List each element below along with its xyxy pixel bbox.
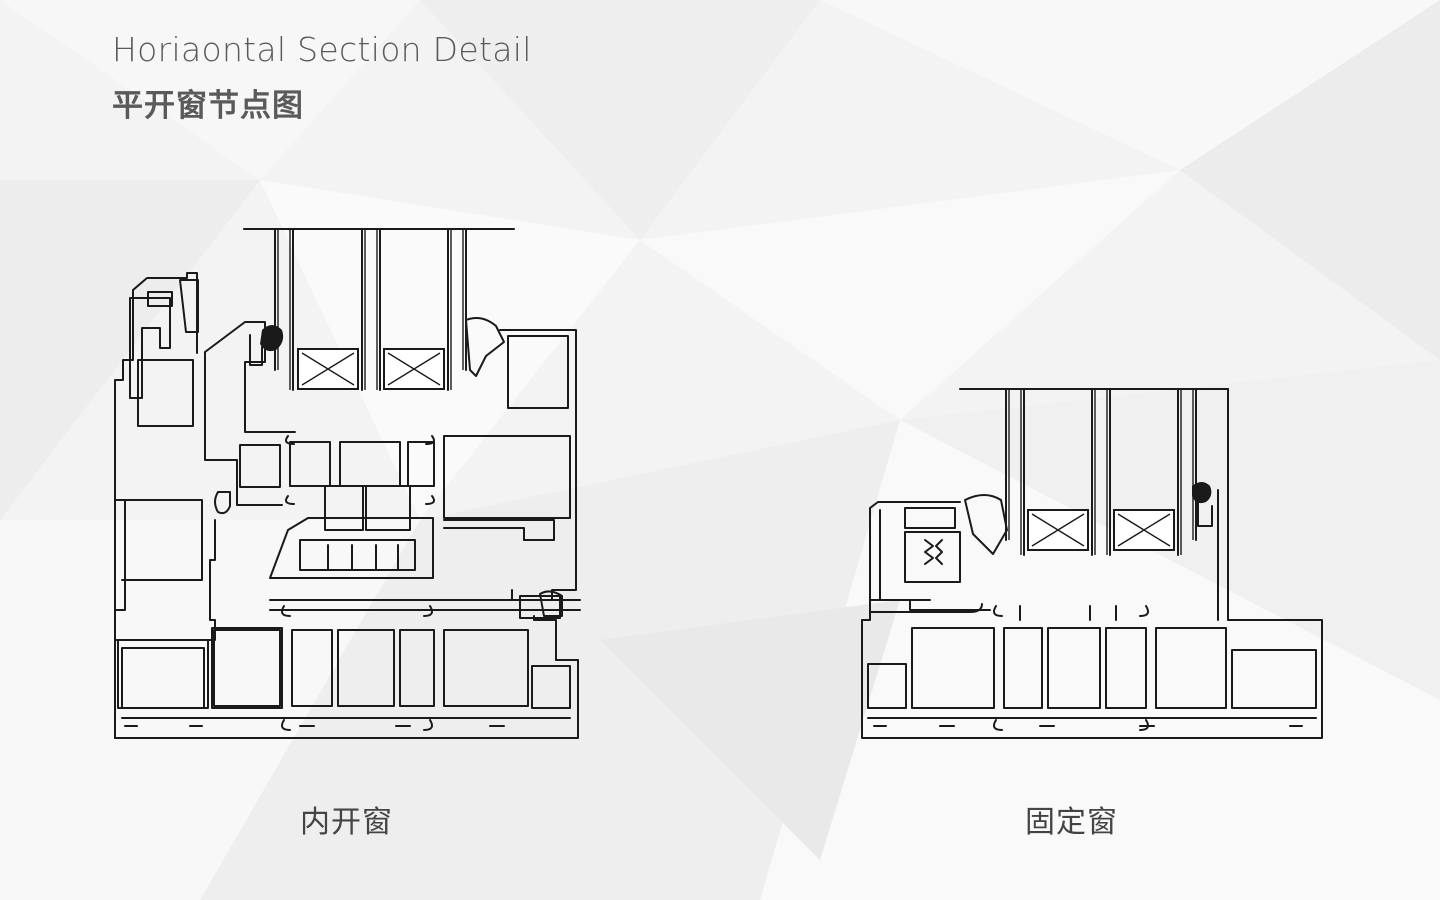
- glass-panes: [1005, 388, 1197, 556]
- spacer-bars: [1027, 509, 1175, 551]
- glazing-gasket: [964, 482, 1213, 555]
- frame-chambers: [129, 279, 577, 619]
- title-chinese: 平开窗节点图: [112, 88, 304, 124]
- caption-fixed-window: 固定窗: [1025, 805, 1118, 840]
- title-english: Horiaontal Section Detail: [112, 30, 532, 69]
- frame-base: [114, 599, 581, 739]
- frame-profile-outline: [861, 388, 1323, 739]
- spacer-bars: [297, 348, 445, 390]
- frame-profile-outline: [114, 272, 296, 739]
- glass-panes: [274, 228, 467, 391]
- frame-base: [867, 605, 1317, 731]
- caption-casement-window: 内开窗: [300, 805, 393, 840]
- profile-clips: [214, 435, 563, 731]
